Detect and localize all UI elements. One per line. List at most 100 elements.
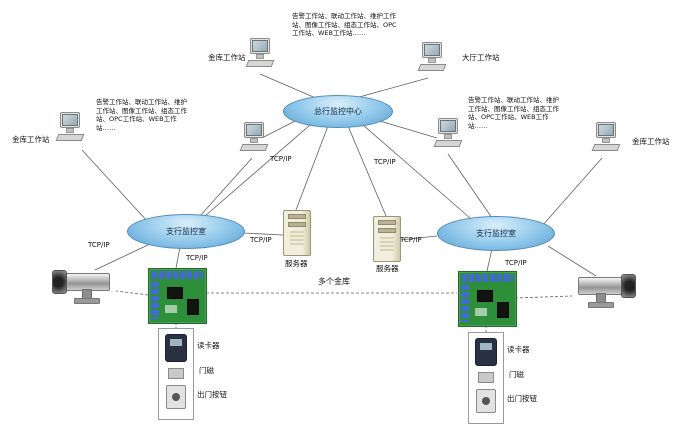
connector [261,120,296,139]
server-slot [378,220,396,225]
cctv-camera-left-icon [52,268,116,306]
ws-far-left-label: 金库工作站 [12,135,50,144]
tcpip-label: TCP/IP [400,236,422,244]
connector [541,157,603,227]
left-exit-button-label: 出门按钮 [197,390,227,399]
screen [424,44,440,56]
ws-top-right-label: 大厅工作站 [462,53,500,62]
card-reader-icon [165,334,187,362]
monitor-icon [244,122,264,138]
right-exit-button-label: 出门按钮 [507,394,537,403]
left-card-reader-label: 读卡器 [197,341,220,350]
chip [497,302,509,318]
head-office-label: 总行监控中心 [314,107,362,116]
chip [187,299,199,315]
connector [486,248,493,272]
connector [547,245,597,277]
monitor-icon [596,122,616,138]
workstation-far-left-icon [55,112,85,141]
left-branch-label: 支行监控室 [166,227,206,236]
connector [242,232,284,236]
monitor-stand [250,138,258,143]
terminal-block [462,274,513,282]
right-branch-label: 支行监控室 [476,229,516,238]
right-workstations-note: 告警工作站、联动工作站、维护工作站、图像工作站、组态工作站、OPC工作站、WEB… [468,96,559,130]
tcpip-label: TCP/IP [505,259,527,267]
pcb-pad [475,308,487,316]
workstation-mid-right-icon [433,118,463,147]
camera-base [588,302,614,308]
terminal-block [151,282,159,319]
workstation-top-right-icon [417,42,447,71]
connector [351,77,429,100]
alarm-controller-board-right-icon [458,271,517,327]
connector [199,157,253,217]
ws-far-right-label: 金库工作站 [632,137,670,146]
camera-base [74,298,100,304]
head-office-network-ellipse: 总行监控中心 [283,95,393,128]
ws-top-left-label: 金库工作站 [208,53,246,62]
monitor-stand [444,134,452,139]
server-vent [380,237,394,251]
right-door-contact-label: 门磁 [509,370,524,379]
left-door-contact-label: 门磁 [199,366,214,375]
alarm-controller-board-left-icon [148,268,207,324]
connector [175,246,181,269]
server-right-label: 服务器 [376,264,399,273]
tcpip-label: TCP/IP [88,241,110,249]
monitor-icon [250,38,270,54]
camera-lens [621,274,636,298]
connector [204,124,311,217]
connector-dashed [115,290,149,296]
camera-lens [52,270,67,294]
keyboard-icon [591,144,621,151]
server-slot [288,222,306,227]
right-card-reader-label: 读卡器 [507,345,530,354]
monitor-stand [256,54,264,59]
right-branch-network-ellipse: 支行监控室 [437,216,555,251]
keyboard-icon [417,64,447,71]
terminal-block [461,285,469,322]
keyboard-icon [239,144,269,151]
server-right-icon [373,216,401,262]
keyboard-icon [245,60,275,67]
connector [347,125,387,217]
button-dot [172,393,180,401]
door-contact-icon [478,372,494,383]
server-slot [288,214,306,219]
connector [259,73,319,100]
keyboard-icon [55,134,85,141]
monitor-stand [66,128,74,133]
left-workstations-note: 告警工作站、联动工作站、维护工作站、图像工作站、组态工作站、OPC工作站、WEB… [96,98,187,132]
chip [477,290,493,302]
tcpip-label: TCP/IP [186,254,208,262]
reader-screen [480,343,492,350]
screen [246,124,262,136]
workstation-top-left-icon [245,38,275,67]
screen [62,114,78,126]
connector [379,120,438,139]
monitor-icon [60,112,80,128]
reader-screen [170,339,182,346]
tcpip-label: TCP/IP [250,236,272,244]
left-branch-network-ellipse: 支行监控室 [127,214,245,249]
server-vent [290,231,304,245]
chip [167,287,183,299]
door-devices-panel-right [468,332,504,424]
top-workstations-note: 告警工作站、联动工作站、维护工作站、图像工作站、组态工作站、OPC工作站、WEB… [292,12,397,37]
connector [94,243,151,271]
cctv-camera-right-icon [572,272,636,310]
keyboard-icon [433,140,463,147]
monitor-stand [428,58,436,63]
exit-button-icon [166,385,186,409]
connector [447,153,493,219]
server-left-icon [283,210,311,256]
button-dot [482,397,490,405]
monitor-icon [438,118,458,134]
server-slot [378,228,396,233]
connector [399,235,438,241]
workstation-far-right-icon [591,122,621,151]
workstation-mid-left-icon [239,122,269,151]
